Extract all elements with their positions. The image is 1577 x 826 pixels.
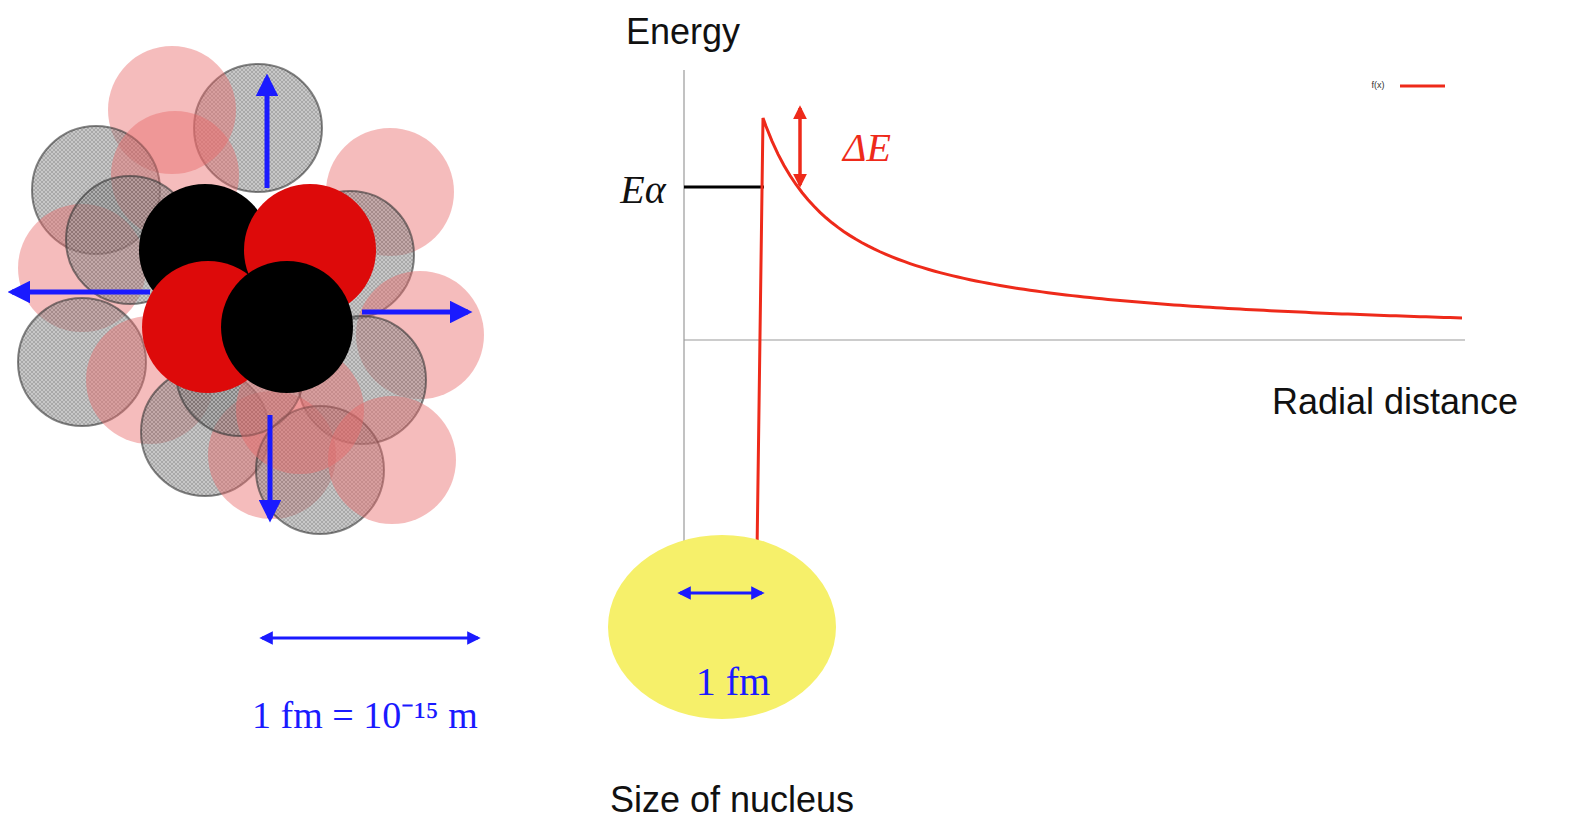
potential-plot (684, 70, 1465, 570)
emission-arrow (362, 310, 468, 315)
energy-axis (683, 70, 684, 570)
size-label: 1 fm (696, 660, 770, 704)
alpha-nucleon (221, 261, 353, 393)
legend-text: f(x) (1372, 81, 1385, 91)
nucleus-size-ellipse: 1 fm (608, 535, 836, 719)
emission-arrow (265, 78, 270, 188)
distance-axis (684, 339, 1465, 340)
emission-arrow (268, 415, 273, 518)
energy-level-label: Eα (620, 168, 665, 212)
scale-arrow (262, 637, 478, 640)
delta-e-arrow (798, 108, 802, 185)
nucleus-drawing (12, 46, 484, 534)
size-arrow (680, 592, 762, 595)
scale-label: 1 fm = 10⁻¹⁵ m (252, 695, 478, 737)
axis-title: Radial distance (1272, 382, 1518, 422)
ellipse-fill (608, 535, 836, 719)
barrier-label: ΔE (843, 126, 891, 170)
legend-line (1400, 85, 1445, 88)
alpha-energy-level (684, 186, 764, 189)
emission-arrow (12, 290, 150, 295)
axis-title: Energy (626, 12, 740, 52)
caption-label: Size of nucleus (610, 780, 854, 820)
